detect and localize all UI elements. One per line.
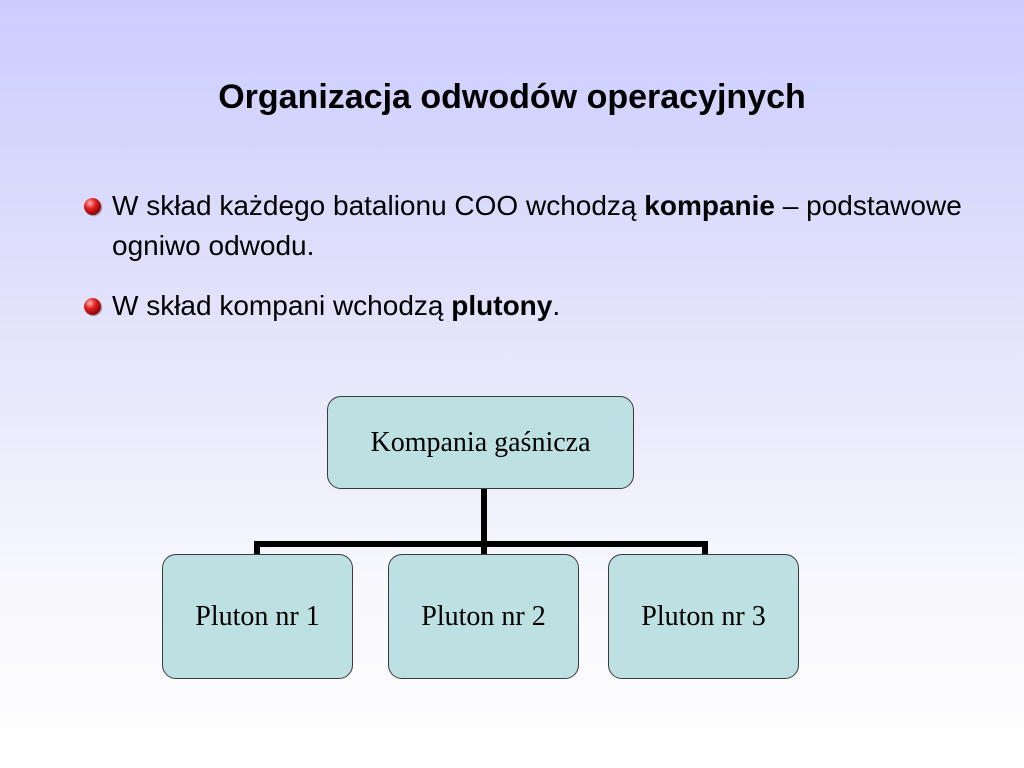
org-node-child-1: Pluton nr 1 — [162, 554, 353, 679]
org-node-child-3: Pluton nr 3 — [608, 554, 799, 679]
bullet-icon — [84, 298, 101, 315]
bullet-2-tail: . — [552, 290, 561, 321]
slide-title: Organizacja odwodów operacyjnych — [218, 78, 806, 116]
bullet-list: W skład każdego batalionu COO wchodzą ko… — [84, 186, 984, 346]
bullet-2-text: W skład kompani wchodzą — [112, 290, 452, 321]
bullet-icon — [84, 198, 101, 215]
bullet-1-text: W skład każdego batalionu COO wchodzą — [112, 190, 645, 221]
org-node-root: Kompania gaśnicza — [327, 396, 634, 489]
bullet-2-bold: plutony — [451, 290, 553, 321]
org-node-child-2: Pluton nr 2 — [388, 554, 579, 679]
bullet-1-bold: kompanie — [644, 190, 775, 221]
bullet-item-2: W skład kompani wchodzą plutony. — [84, 286, 984, 326]
bullet-1-tail: – podstawowe ogniwo odwodu. — [112, 190, 962, 261]
bullet-item-1: W skład każdego batalionu COO wchodzą ko… — [84, 186, 984, 266]
